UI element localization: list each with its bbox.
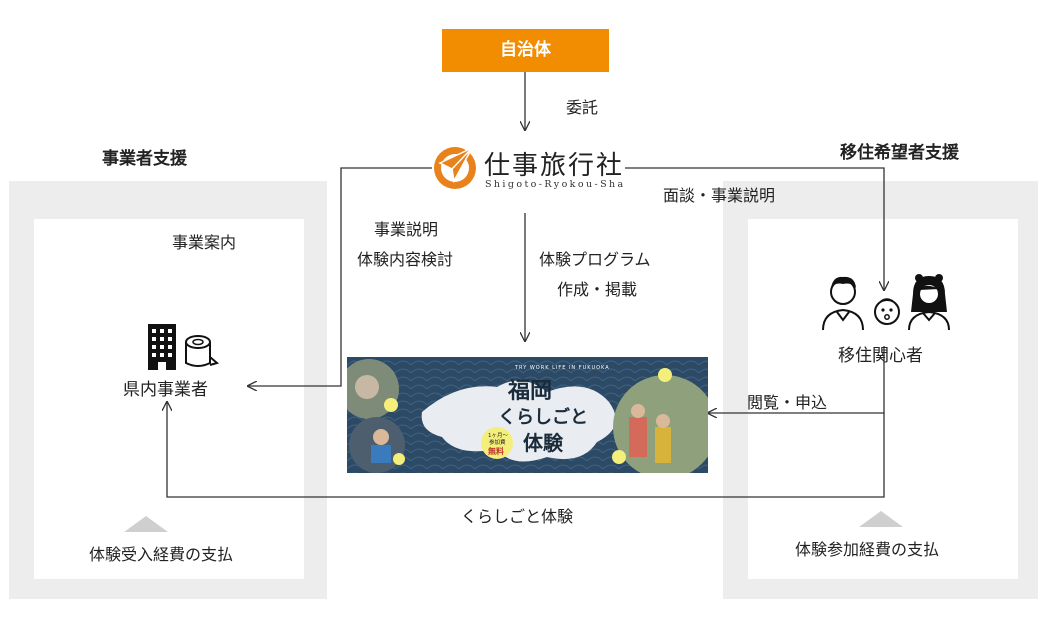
company-to-migrant-arrow: [625, 167, 884, 290]
experience-label: くらしごと体験: [461, 507, 574, 526]
business-support-inner: [34, 219, 304, 579]
building-icon: [148, 324, 176, 370]
tree-stump-icon: [185, 335, 220, 367]
program-label-1: 体験プログラム: [539, 250, 651, 269]
promo-banner: TRY WORK LIFE IN FUKUOKA 福岡 くらしごと 体験 1ヶ月…: [347, 357, 708, 473]
business-footer-label: 体験受入経費の支払: [89, 545, 234, 564]
banner-badge-1: 1ヶ月〜: [488, 433, 508, 439]
business-node-label: 県内事業者: [123, 380, 208, 400]
migrant-support-title: 移住希望者支援: [840, 143, 959, 163]
business-support-title: 事業者支援: [102, 149, 187, 169]
left-footer-triangle-icon: [124, 516, 168, 532]
paper-plane-logo-icon: [434, 146, 476, 189]
company-to-business-arrow: [248, 167, 432, 386]
experience-arrow: [167, 402, 885, 498]
municipality-box: 自治体: [442, 29, 609, 72]
consign-label: 委託: [566, 98, 599, 117]
banner-badge-2: 参加費: [489, 440, 506, 446]
migrant-node-label: 移住関心者: [838, 346, 923, 366]
municipality-label: 自治体: [500, 40, 551, 61]
banner-title-1: 福岡: [508, 378, 553, 404]
migrant-footer-label: 体験参加経費の支払: [795, 540, 940, 559]
program-label-2: 作成・掲載: [557, 280, 638, 299]
banner-title-2: くらしごと: [498, 407, 588, 428]
banner-background-image: [347, 357, 708, 473]
browse-label: 閲覧・申込: [747, 393, 828, 412]
company-logo: 仕事旅行社 Shigoto-Ryokou-Sha: [432, 143, 626, 195]
banner-badge-3: 無料: [488, 447, 504, 456]
banner-title-3: 体験: [523, 431, 563, 455]
banner-kicker: TRY WORK LIFE IN FUKUOKA: [515, 365, 610, 371]
right-footer-triangle-icon: [859, 511, 903, 527]
company-name: 仕事旅行社: [484, 151, 625, 181]
company-romaji: Shigoto-Ryokou-Sha: [485, 179, 626, 190]
family-icon: [822, 274, 950, 331]
business-info-label: 事業案内: [172, 233, 237, 252]
interview-label: 面談・事業説明: [663, 186, 776, 205]
explain-label-2: 体験内容検討: [357, 250, 454, 269]
explain-label-1: 事業説明: [374, 220, 439, 239]
